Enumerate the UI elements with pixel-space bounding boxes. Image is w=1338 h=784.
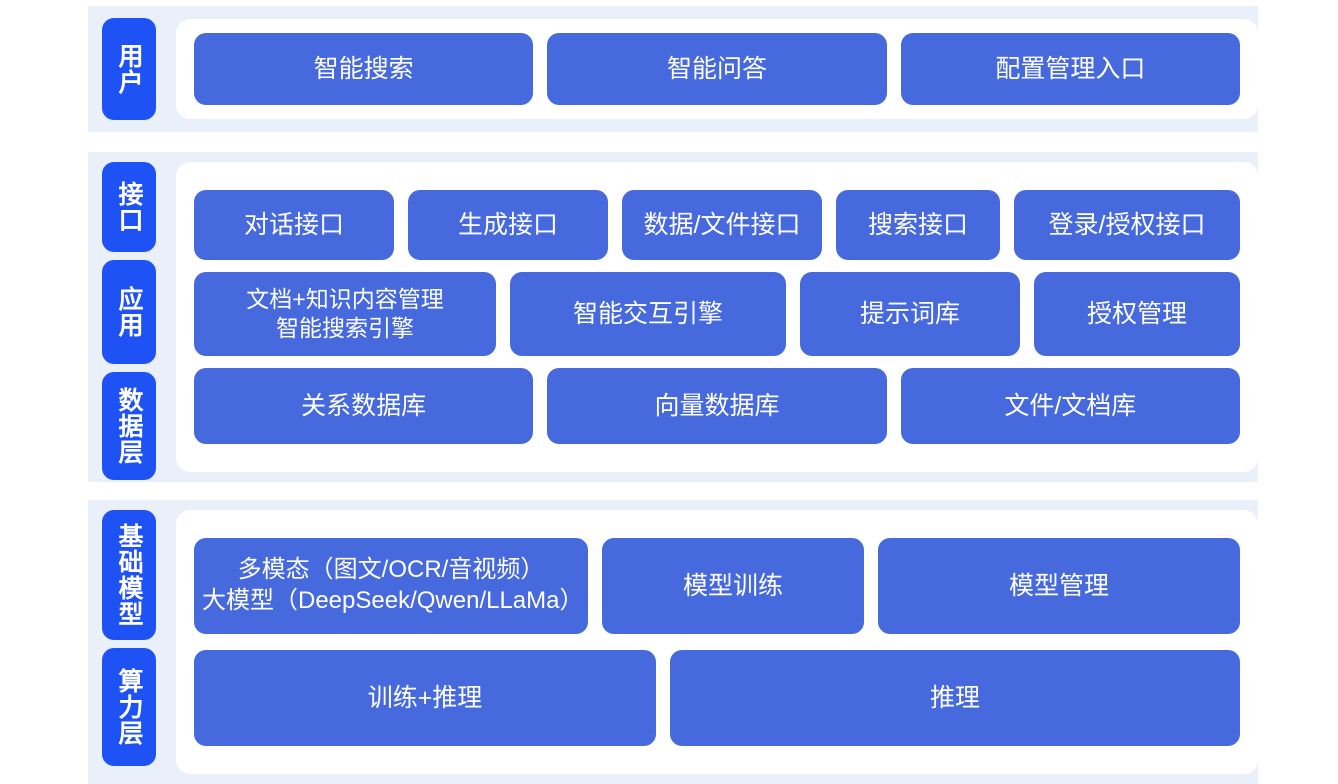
band-base-rows: 多模态（图文/OCR/音视频） 大模型（DeepSeek/Qwen/LLaMa）… (176, 500, 1258, 784)
node-model-training[interactable]: 模型训练 (602, 538, 864, 634)
band-base-label-column: 基础模型 算力层 (88, 500, 176, 784)
node-relational-database[interactable]: 关系数据库 (194, 368, 534, 444)
row-application: 文档+知识内容管理 智能搜索引擎 智能交互引擎 提示词库 授权管理 (194, 272, 1240, 356)
node-login-auth-api[interactable]: 登录/授权接口 (1014, 190, 1240, 260)
band-base-card: 多模态（图文/OCR/音视频） 大模型（DeepSeek/Qwen/LLaMa）… (176, 510, 1258, 774)
node-dialog-api[interactable]: 对话接口 (194, 190, 394, 260)
node-document-knowledge-management[interactable]: 文档+知识内容管理 智能搜索引擎 (194, 272, 496, 356)
node-training-plus-inference[interactable]: 训练+推理 (194, 650, 656, 746)
node-smart-qa[interactable]: 智能问答 (547, 33, 887, 105)
node-multimodal-large-model[interactable]: 多模态（图文/OCR/音视频） 大模型（DeepSeek/Qwen/LLaMa） (194, 538, 588, 634)
band-user-card: 智能搜索 智能问答 配置管理入口 (176, 19, 1258, 119)
node-search-api[interactable]: 搜索接口 (836, 190, 1000, 260)
layer-label-compute: 算力层 (102, 648, 156, 766)
row-foundation-model: 多模态（图文/OCR/音视频） 大模型（DeepSeek/Qwen/LLaMa）… (194, 538, 1240, 634)
layer-label-user: 用户 (102, 18, 156, 120)
node-vector-database[interactable]: 向量数据库 (547, 368, 887, 444)
band-stack: 接口 应用 数据层 对话接口 生成接口 数据/文件接口 搜索接口 登录/授权接口… (88, 152, 1258, 482)
layer-label-interface: 接口 (102, 162, 156, 252)
node-data-file-api[interactable]: 数据/文件接口 (622, 190, 822, 260)
layer-label-data: 数据层 (102, 372, 156, 480)
band-base: 基础模型 算力层 多模态（图文/OCR/音视频） 大模型（DeepSeek/Qw… (88, 500, 1258, 784)
band-stack-rows: 对话接口 生成接口 数据/文件接口 搜索接口 登录/授权接口 文档+知识内容管理… (176, 152, 1258, 482)
node-file-document-store[interactable]: 文件/文档库 (900, 368, 1240, 444)
node-smart-interaction-engine[interactable]: 智能交互引擎 (510, 272, 786, 356)
row-user-entries: 智能搜索 智能问答 配置管理入口 (194, 33, 1240, 105)
band-user-rows: 智能搜索 智能问答 配置管理入口 (176, 6, 1258, 132)
node-authorization-management[interactable]: 授权管理 (1034, 272, 1240, 356)
row-compute: 训练+推理 推理 (194, 650, 1240, 746)
band-stack-card: 对话接口 生成接口 数据/文件接口 搜索接口 登录/授权接口 文档+知识内容管理… (176, 162, 1258, 472)
node-config-management-entry[interactable]: 配置管理入口 (900, 33, 1240, 105)
node-inference[interactable]: 推理 (670, 650, 1240, 746)
node-smart-search[interactable]: 智能搜索 (194, 33, 534, 105)
row-interface: 对话接口 生成接口 数据/文件接口 搜索接口 登录/授权接口 (194, 190, 1240, 260)
layer-label-application: 应用 (102, 260, 156, 364)
band-stack-label-column: 接口 应用 数据层 (88, 152, 176, 482)
band-user: 用户 智能搜索 智能问答 配置管理入口 (88, 6, 1258, 132)
row-data: 关系数据库 向量数据库 文件/文档库 (194, 368, 1240, 444)
node-prompt-library[interactable]: 提示词库 (800, 272, 1020, 356)
node-generation-api[interactable]: 生成接口 (408, 190, 608, 260)
layer-label-foundation-model: 基础模型 (102, 510, 156, 640)
band-user-label-column: 用户 (88, 6, 176, 132)
node-model-management[interactable]: 模型管理 (878, 538, 1240, 634)
